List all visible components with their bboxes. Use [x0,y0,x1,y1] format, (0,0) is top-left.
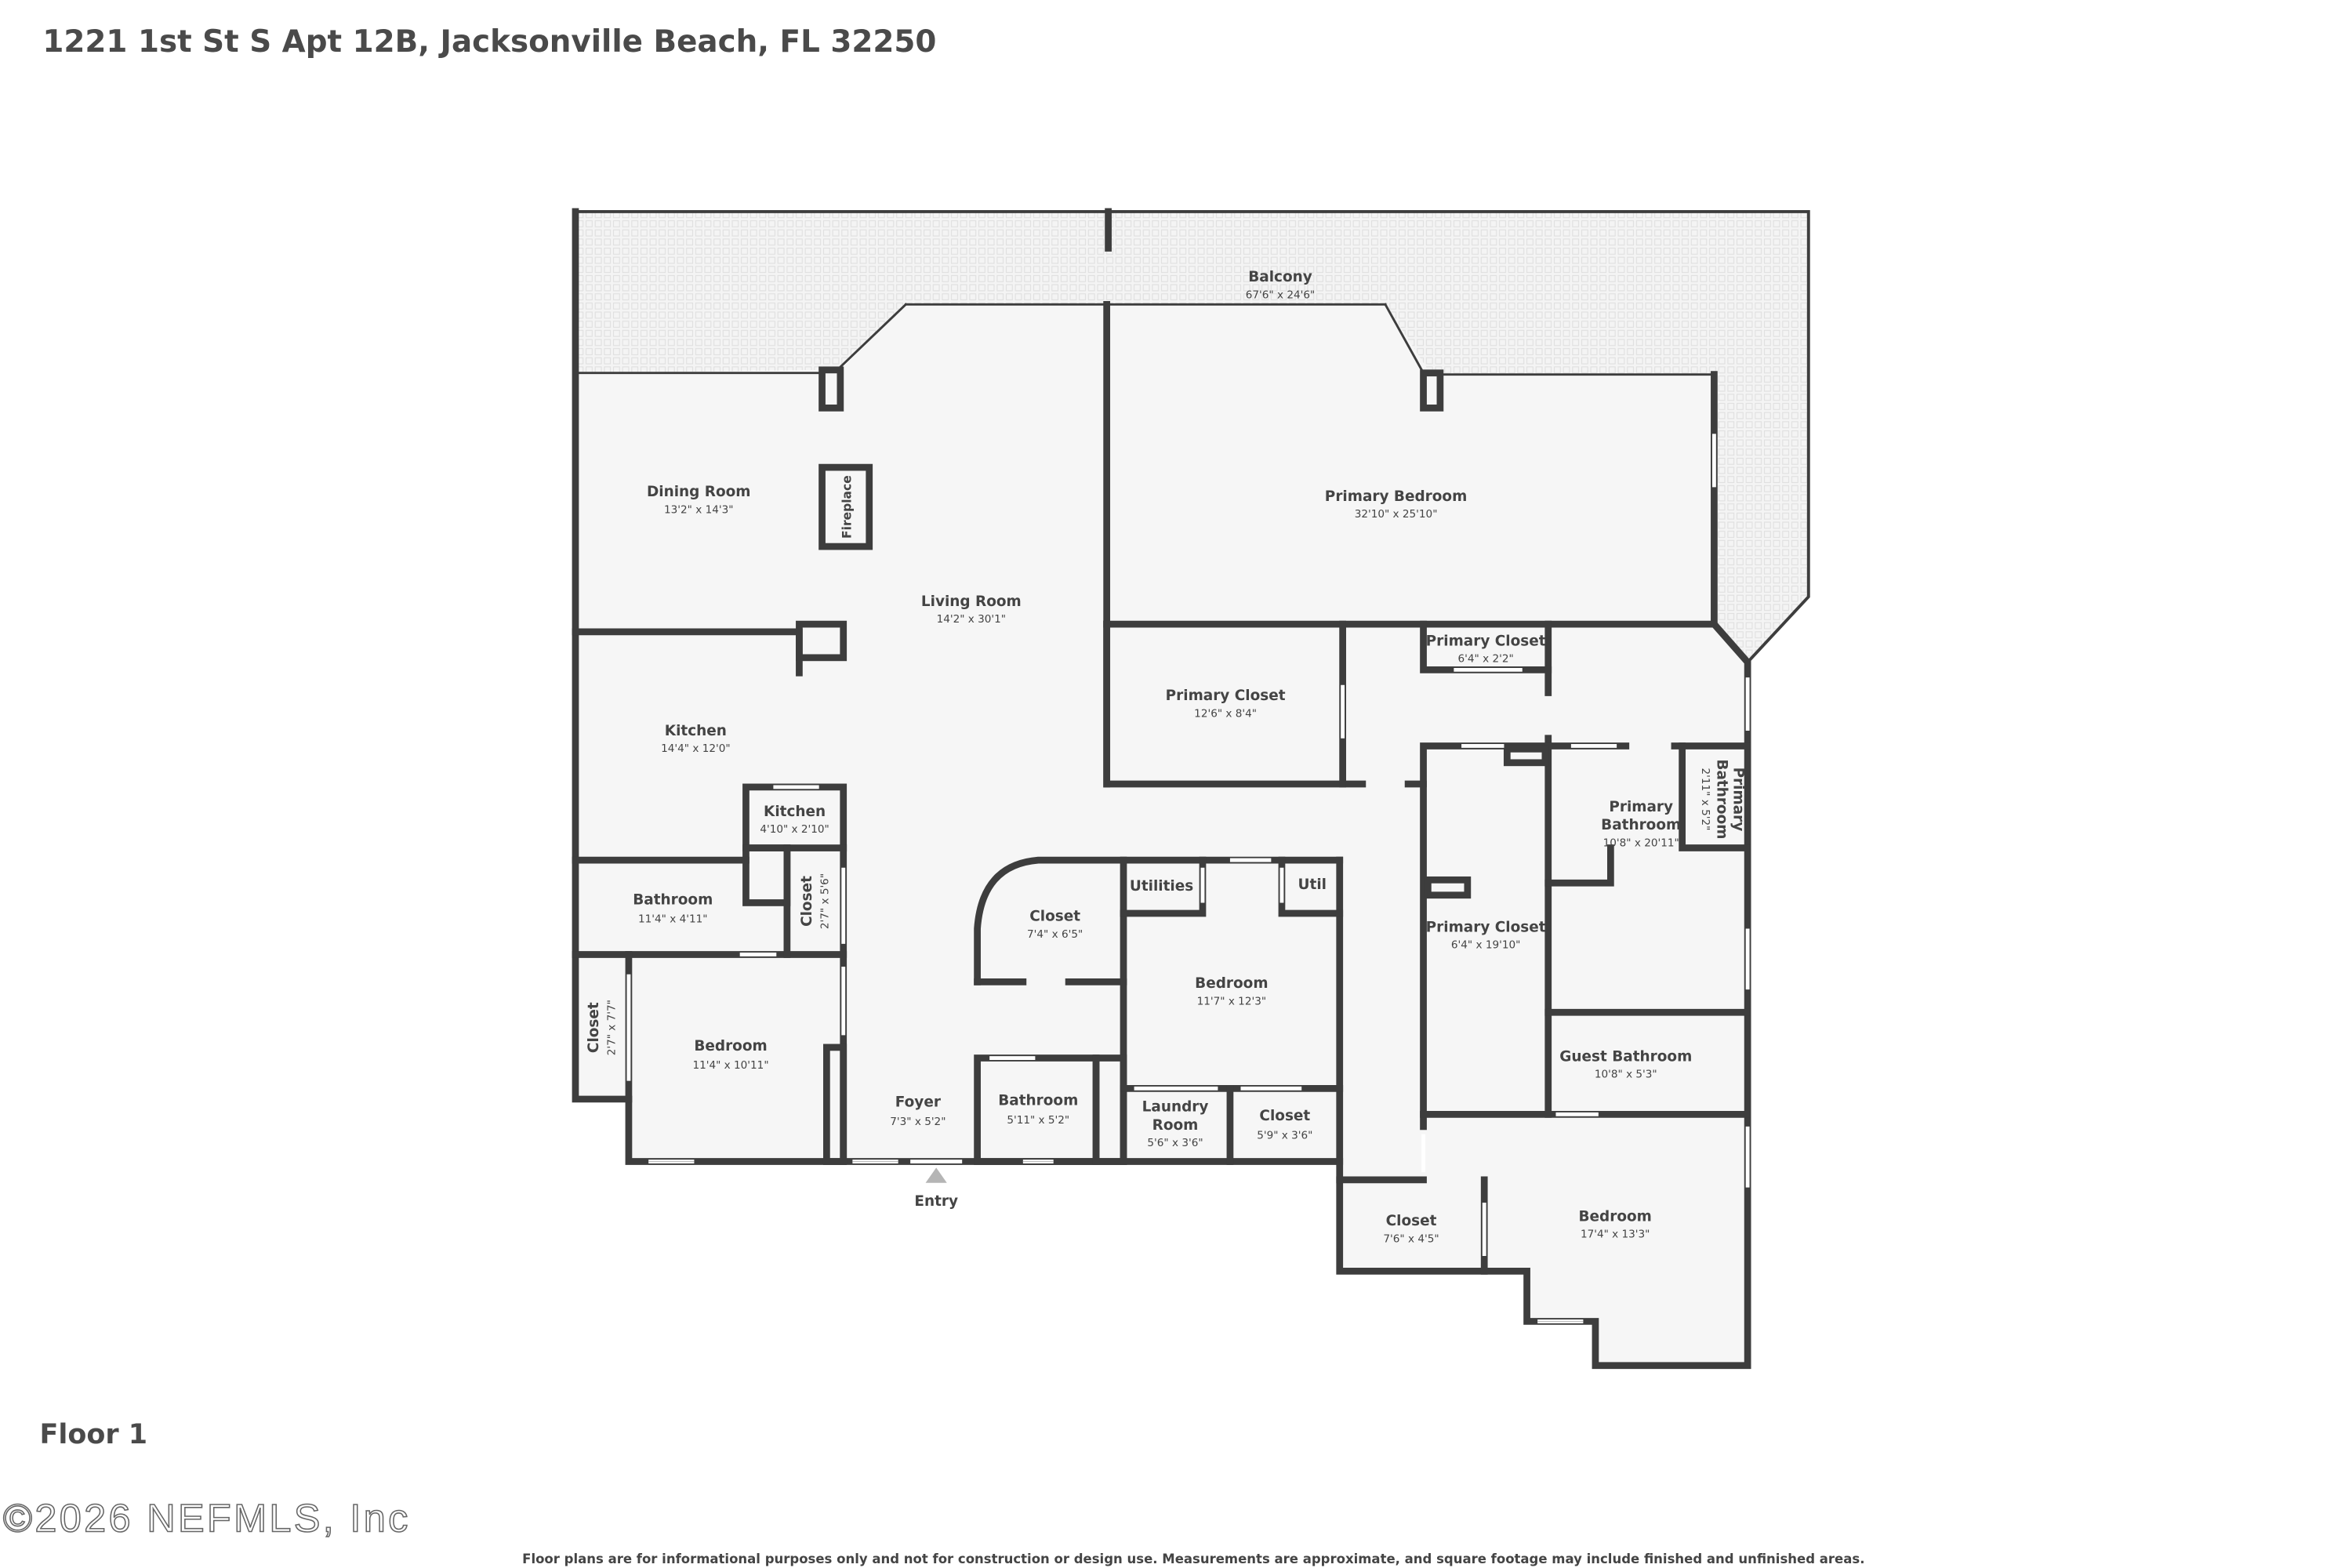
room-dims: 17'4" x 13'3" [1581,1229,1650,1241]
room-dims: 10'8" x 20'11" [1603,837,1679,850]
room-name: Guest Bathroom [1559,1048,1692,1065]
room-dims: 4'10" x 2'10" [760,823,829,836]
room-dims: 7'3" x 5'2" [890,1116,946,1128]
room-dims: 7'6" x 4'5" [1383,1232,1439,1245]
walls [572,208,1810,1370]
interior-floor [575,304,1748,1366]
room-name-line2: Room [1152,1117,1199,1134]
entry-marker [925,1167,947,1183]
room-name: Bedroom [1195,975,1268,992]
room-dims: 12'6" x 8'4" [1194,708,1257,720]
room-name: Closet [799,876,815,927]
room-name: Bedroom [694,1038,767,1054]
room-name: Primary Closet [1166,688,1286,704]
room-name: Closet [1386,1213,1437,1229]
room-dims: 5'6" x 3'6" [1147,1137,1203,1149]
page-title: 1221 1st St S Apt 12B, Jacksonville Beac… [42,24,936,60]
watermark: ©2026 NEFMLS, Inc [3,1495,408,1540]
room-name: Kitchen [764,804,826,820]
room-name: Primary [1609,799,1673,815]
room-name: Dining Room [647,484,751,500]
room-dims: 11'7" x 12'3" [1197,996,1266,1008]
fireplace-label: Fireplace [840,475,854,539]
room-name: Balcony [1248,269,1312,285]
room-name-line2: Bathroom [1601,817,1681,833]
room-dims: 7'4" x 6'5" [1027,928,1083,941]
room-name: Primary Closet [1426,919,1546,935]
room-name: Utilities [1130,878,1193,895]
room-name: Foyer [895,1094,942,1111]
room-name-line2: Bathroom [1713,759,1730,839]
room-dims: 11'4" x 4'11" [638,913,707,926]
room-dims: 5'9" x 3'6" [1257,1129,1312,1142]
room-name: Closet [1029,909,1080,925]
room-dims: 2'7" x 5'6" [818,873,831,929]
room-name: Closet [586,1002,602,1053]
room-dims: 13'2" x 14'3" [664,503,733,516]
room-dims: 6'4" x 2'2" [1458,653,1514,666]
room-name: Util [1298,877,1327,893]
room-dims: 32'10" x 25'10" [1355,508,1438,521]
entry-label: Entry [914,1193,958,1210]
room-dims: 67'6" x 24'6" [1246,289,1315,302]
room-name: Bedroom [1578,1208,1651,1225]
room-name: Laundry [1142,1098,1209,1115]
room-dims: 6'4" x 19'10" [1451,939,1520,952]
room-dims: 14'2" x 30'1" [937,613,1006,626]
room-name: Primary Bedroom [1325,488,1468,505]
room-dims: 2'7" x 7'7" [605,1000,618,1055]
room-dims: 14'4" x 12'0" [661,742,730,755]
room-name: Living Room [921,593,1022,610]
room-dims: 10'8" x 5'3" [1595,1069,1657,1081]
room-name: Bathroom [633,891,713,908]
room-labels: Balcony 67'6" x 24'6" Dining Room 13'2" … [586,269,1747,1245]
room-name: Primary [1730,768,1747,832]
floor-label: Floor 1 [39,1419,147,1450]
room-name: Primary Closet [1426,633,1546,649]
room-dims: 5'11" x 5'2" [1007,1114,1069,1127]
room-name: Bathroom [998,1093,1078,1109]
room-name: Closet [1259,1108,1310,1124]
disclaimer: Floor plans are for informational purpos… [522,1552,1864,1566]
room-dims: 2'11" x 5'2" [1699,768,1711,831]
room-name: Kitchen [665,723,727,739]
room-dims: 11'4" x 10'11" [692,1059,768,1072]
balcony-area [578,211,1809,662]
